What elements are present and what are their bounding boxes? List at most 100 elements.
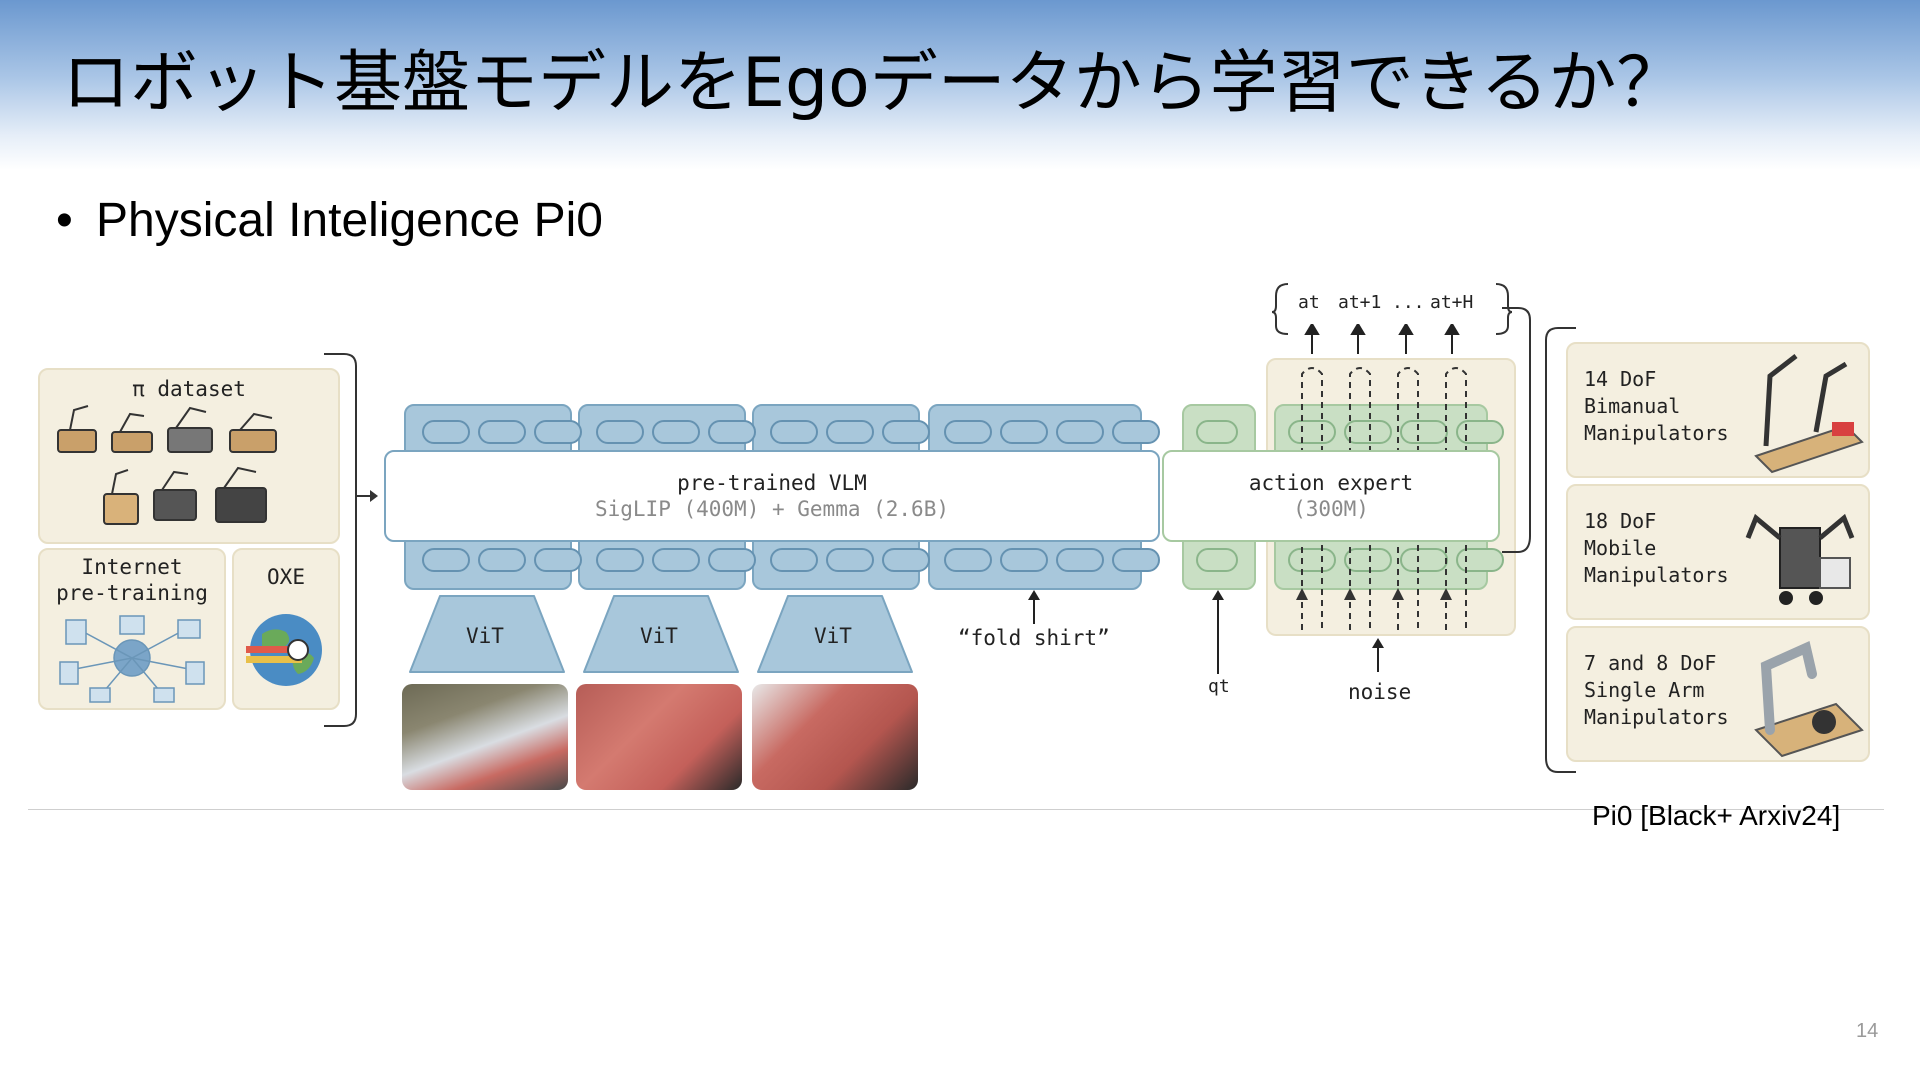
token (1000, 548, 1048, 572)
robot-label-bimanual: 14 DoF Bimanual Manipulators (1584, 366, 1729, 447)
robot-line-3: Manipulators (1584, 563, 1729, 587)
vlm-output-tokens-1 (422, 548, 582, 572)
bullet-dot: • (56, 194, 73, 247)
state-token-bottom (1196, 548, 1238, 572)
oxe-card: OXE (232, 548, 340, 710)
camera-image-right-wrist (752, 684, 918, 790)
single-arm-robot-image (1754, 640, 1864, 758)
action-expert-band: action expert (300M) (1162, 450, 1500, 542)
noise-arrow (1372, 638, 1384, 672)
token (478, 420, 526, 444)
camera-image-left-wrist (576, 684, 742, 790)
pi-dataset-card: π dataset (38, 368, 340, 544)
vit-label-3: ViT (814, 624, 852, 648)
language-arrow (1028, 590, 1040, 624)
robot-line-3: Manipulators (1584, 421, 1729, 445)
internet-title-line1: Internet (81, 555, 183, 579)
robot-collage-image (57, 405, 277, 525)
robot-card-single-arm: 7 and 8 DoF Single Arm Manipulators (1566, 626, 1870, 762)
token (708, 420, 756, 444)
mobile-robot-image (1745, 513, 1855, 605)
vlm-output-tokens-4 (944, 548, 1160, 572)
token (1000, 420, 1048, 444)
token (770, 548, 818, 572)
page-number: 14 (1856, 1020, 1879, 1042)
vlm-output-tokens-3 (770, 548, 930, 572)
token (422, 420, 470, 444)
internet-title-line2: pre-training (56, 581, 208, 605)
action-expert-title: action expert (1248, 471, 1414, 495)
action-output-h: at+H (1430, 292, 1474, 313)
title-bar (0, 0, 1920, 170)
token (534, 420, 582, 444)
token (1456, 548, 1504, 572)
token (944, 420, 992, 444)
action-output-1: at+1 (1338, 292, 1382, 313)
sources-bracket (324, 353, 378, 727)
internet-pretraining-card: Internet pre-training (38, 548, 226, 710)
vlm-title: pre-trained VLM (677, 471, 867, 495)
robot-line-2: Mobile (1584, 536, 1657, 560)
token (882, 420, 930, 444)
bimanual-robot-image (1754, 354, 1864, 474)
action-expert-subtitle: (300M) (1293, 497, 1369, 521)
vit-label-1: ViT (466, 624, 504, 648)
state-token-top (1196, 420, 1238, 444)
action-output-ellipsis: ... (1392, 292, 1425, 313)
divider-line (28, 809, 1884, 810)
robot-card-mobile: 18 DoF Mobile Manipulators (1566, 484, 1870, 620)
robot-line-1: 14 DoF (1584, 367, 1657, 391)
action-tokens-top (1288, 420, 1504, 444)
vlm-subtitle: SigLIP (400M) + Gemma (2.6B) (594, 497, 949, 521)
bullet-item: • Physical Inteligence Pi0 (56, 190, 603, 252)
token (1112, 420, 1160, 444)
vlm-input-tokens-3 (770, 420, 930, 444)
vlm-input-tokens-4 (944, 420, 1160, 444)
token (944, 548, 992, 572)
token (1056, 548, 1104, 572)
token (652, 420, 700, 444)
state-input-label: qt (1208, 676, 1230, 697)
token (652, 548, 700, 572)
robot-line-2: Bimanual (1584, 394, 1681, 418)
token (770, 420, 818, 444)
token (826, 420, 874, 444)
token (1344, 548, 1392, 572)
vlm-band: pre-trained VLM SigLIP (400M) + Gemma (2… (384, 450, 1160, 542)
robot-line-1: 18 DoF (1584, 509, 1657, 533)
action-output-0: at (1298, 292, 1320, 313)
token (708, 548, 756, 572)
token (422, 548, 470, 572)
vit-encoder-2 (583, 595, 739, 673)
oxe-globe-icon (246, 614, 322, 686)
vlm-output-tokens-2 (596, 548, 756, 572)
noise-label: noise (1348, 680, 1412, 704)
token (1288, 420, 1336, 444)
token (882, 548, 930, 572)
robot-card-bimanual: 14 DoF Bimanual Manipulators (1566, 342, 1870, 478)
flow-matching-loops (1296, 367, 1467, 630)
language-instruction: “fold shirt” (958, 626, 1110, 650)
action-output-braces (1272, 283, 1512, 335)
vlm-input-tokens-2 (596, 420, 756, 444)
action-output-arrows (1304, 324, 1460, 354)
bullet-text: Physical Inteligence Pi0 (96, 194, 603, 247)
token (1056, 420, 1104, 444)
token (534, 548, 582, 572)
vit-encoder-3 (757, 595, 913, 673)
token (826, 548, 874, 572)
robot-label-single-arm: 7 and 8 DoF Single Arm Manipulators (1584, 650, 1729, 731)
token (1400, 548, 1448, 572)
camera-image-base (402, 684, 568, 790)
vlm-input-tokens-1 (422, 420, 582, 444)
state-arrow (1212, 590, 1224, 674)
citation: Pi0 [Black+ Arxiv24] (1592, 800, 1841, 831)
robot-line-2: Single Arm (1584, 678, 1705, 702)
robot-line-3: Manipulators (1584, 705, 1729, 729)
token (1112, 548, 1160, 572)
token (1288, 548, 1336, 572)
token (1196, 420, 1238, 444)
robots-bracket (1502, 307, 1576, 773)
token (1456, 420, 1504, 444)
robot-label-mobile: 18 DoF Mobile Manipulators (1584, 508, 1729, 589)
